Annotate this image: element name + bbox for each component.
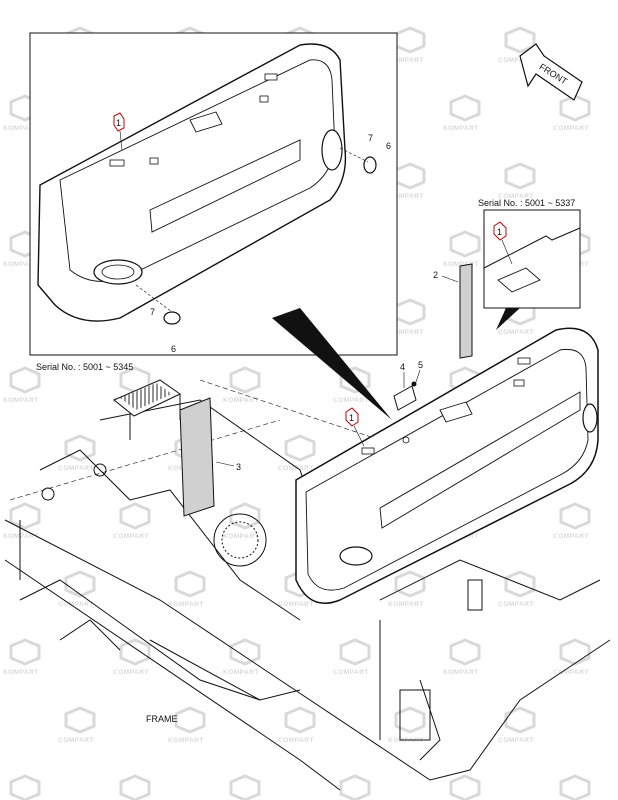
watermark-text: KOMPART bbox=[3, 533, 39, 540]
watermark-logo bbox=[394, 570, 426, 598]
watermark-logo bbox=[229, 502, 261, 530]
watermark-text: COMPART bbox=[553, 125, 589, 132]
inset-left-callout-6a: 6 bbox=[386, 141, 391, 151]
watermark-logo bbox=[449, 774, 481, 800]
watermark-logo bbox=[394, 162, 426, 190]
watermark-text: COMPART bbox=[58, 601, 94, 608]
watermark-logo bbox=[9, 638, 41, 666]
bracket-parts-4-5: 4 5 bbox=[393, 360, 423, 411]
watermark-text: COMPART bbox=[498, 737, 534, 744]
front-arrow: FRONT bbox=[519, 43, 583, 101]
watermark-logo bbox=[64, 706, 96, 734]
watermark-logo bbox=[394, 298, 426, 326]
watermark-text: COMPART bbox=[333, 669, 369, 676]
main-frame bbox=[4, 379, 611, 791]
watermark-logo bbox=[284, 434, 316, 462]
watermark-logo bbox=[339, 774, 371, 800]
frame-label: FRAME bbox=[146, 714, 178, 724]
plate-part-3: 3 bbox=[179, 397, 241, 517]
watermark-logo bbox=[229, 638, 261, 666]
inset-left: 1 7 6 7 6 Serial No. : 5001 ~ 5345 bbox=[29, 32, 398, 372]
watermark-logo bbox=[394, 26, 426, 54]
watermark-text: COMPART bbox=[278, 737, 314, 744]
watermark-text: KOMPART bbox=[388, 601, 424, 608]
watermark-text: KOMPART bbox=[3, 125, 39, 132]
watermark-logo bbox=[559, 774, 591, 800]
callout-2: 2 bbox=[433, 270, 438, 280]
watermark-logo bbox=[284, 706, 316, 734]
watermark-logo bbox=[229, 366, 261, 394]
watermark-logo bbox=[9, 774, 41, 800]
watermark-logo bbox=[64, 570, 96, 598]
watermark-logo bbox=[229, 774, 261, 800]
watermark-logo bbox=[119, 638, 151, 666]
counterweight-inset bbox=[37, 43, 347, 322]
watermark-text: COMPART bbox=[333, 397, 369, 404]
inset-right-callout-1: 1 bbox=[497, 227, 502, 237]
watermark-text: KOMPART bbox=[3, 669, 39, 676]
watermark-text: KOMPART bbox=[443, 125, 479, 132]
watermark-text: COMPART bbox=[498, 329, 534, 336]
watermark-text: KOMPART bbox=[223, 533, 259, 540]
watermark-text: KOMPART bbox=[168, 601, 204, 608]
watermark-text: COMPART bbox=[113, 533, 149, 540]
callout-5: 5 bbox=[418, 360, 423, 370]
watermark-text: COMPART bbox=[498, 57, 534, 64]
inset-left-callout-6b: 6 bbox=[171, 344, 176, 354]
inset-left-callout-7a: 7 bbox=[368, 133, 373, 143]
watermark-text: KOMPART bbox=[443, 669, 479, 676]
watermark-text: COMPART bbox=[113, 669, 149, 676]
watermark-logo bbox=[119, 502, 151, 530]
step-grating bbox=[113, 379, 181, 440]
pointer-left bbox=[272, 308, 392, 420]
watermark-text: COMPART bbox=[498, 601, 534, 608]
watermark-text: COMPART bbox=[553, 669, 589, 676]
inset-right: 1 Serial No. : 5001 ~ 5337 bbox=[478, 198, 581, 309]
callout-3: 3 bbox=[236, 462, 241, 472]
watermark-text: COMPART bbox=[58, 465, 94, 472]
watermark-text: KOMPART bbox=[3, 397, 39, 404]
watermark-logo bbox=[559, 94, 591, 122]
inset-left-callout-1: 1 bbox=[116, 118, 121, 128]
watermark-text: COMPART bbox=[58, 737, 94, 744]
inset-right-serial: Serial No. : 5001 ~ 5337 bbox=[478, 198, 575, 208]
watermark-logo bbox=[449, 94, 481, 122]
pointer-right bbox=[496, 308, 520, 330]
watermark-text: COMPART bbox=[278, 465, 314, 472]
watermark-text: COMPART bbox=[278, 601, 314, 608]
strip-part-2: 2 bbox=[433, 263, 473, 359]
inset-left-callout-7b: 7 bbox=[150, 307, 155, 317]
watermark-text: KOMPART bbox=[223, 397, 259, 404]
watermark-logo bbox=[559, 638, 591, 666]
watermark-text: KOMPART bbox=[388, 57, 424, 64]
counterweight-main: 1 bbox=[295, 327, 599, 604]
watermark-text: KOMPART bbox=[388, 193, 424, 200]
watermark-logo bbox=[64, 434, 96, 462]
watermark-text: COMPART bbox=[498, 193, 534, 200]
watermark-logo bbox=[449, 638, 481, 666]
watermark-text: KOMPART bbox=[3, 261, 39, 268]
watermark-logo bbox=[559, 502, 591, 530]
watermark-text: KOMPART bbox=[223, 669, 259, 676]
callout-4: 4 bbox=[400, 362, 405, 372]
watermark-text: KOMPART bbox=[168, 737, 204, 744]
watermark-logo bbox=[9, 502, 41, 530]
watermark-logo bbox=[174, 706, 206, 734]
inset-left-serial: Serial No. : 5001 ~ 5345 bbox=[36, 362, 133, 372]
watermark-logo bbox=[449, 230, 481, 258]
watermark-logo bbox=[394, 706, 426, 734]
watermark-logo bbox=[504, 706, 536, 734]
watermark-logo bbox=[339, 638, 371, 666]
watermark-logo bbox=[504, 26, 536, 54]
watermark-logo bbox=[119, 774, 151, 800]
watermark-logo bbox=[9, 366, 41, 394]
watermark-text: COMPART bbox=[553, 533, 589, 540]
watermark-text: KOMPART bbox=[388, 329, 424, 336]
watermark-logo bbox=[174, 570, 206, 598]
watermark-text: KOMPART bbox=[443, 261, 479, 268]
callout-1-main: 1 bbox=[349, 413, 354, 423]
watermark-logo bbox=[504, 162, 536, 190]
